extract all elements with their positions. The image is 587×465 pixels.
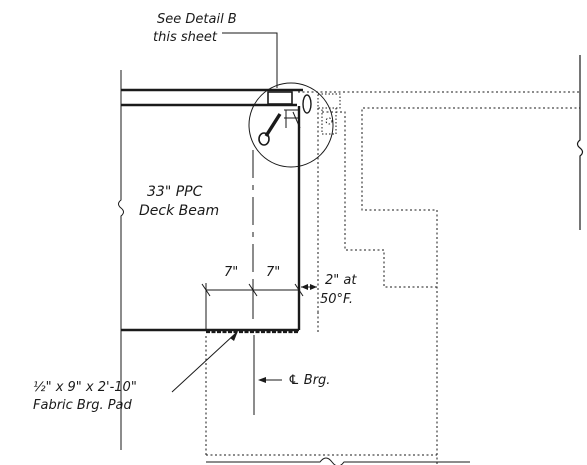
dimension-7in-strings <box>201 283 304 330</box>
right-break-line <box>576 55 584 230</box>
gap-label-line2: 50°F. <box>320 292 353 307</box>
anchor-bolt-ghost <box>317 93 341 135</box>
detail-callout-line2: this sheet <box>153 30 217 45</box>
dimension-right-label: 7" <box>266 265 281 280</box>
deck-beam-outline <box>121 88 303 332</box>
pad-label-line1: ½" x 9" x 2'-10" <box>33 380 137 395</box>
gap-label-line1: 2" at <box>325 273 357 288</box>
cap-bottom-break <box>206 457 470 465</box>
beam-break-line <box>118 70 124 450</box>
gap-dimension <box>301 284 317 290</box>
detail-callout-leader <box>222 32 278 88</box>
pad-arrowhead <box>230 331 238 341</box>
connection-hardware <box>258 91 301 146</box>
pad-leader <box>171 332 237 393</box>
bearing-label: ℄ Brg. <box>288 373 331 388</box>
detail-b-circle <box>248 82 334 168</box>
detail-callout-line1: See Detail B <box>157 12 237 27</box>
bearing-arrowhead <box>258 377 266 383</box>
dimension-left-label: 7" <box>224 265 239 280</box>
bolt-end <box>302 94 312 114</box>
beam-label-line2: Deck Beam <box>139 203 220 219</box>
cap-outline-dotted <box>205 91 581 464</box>
beam-label-line1: 33" PPC <box>147 184 203 200</box>
pad-label-line2: Fabric Brg. Pad <box>33 398 132 413</box>
